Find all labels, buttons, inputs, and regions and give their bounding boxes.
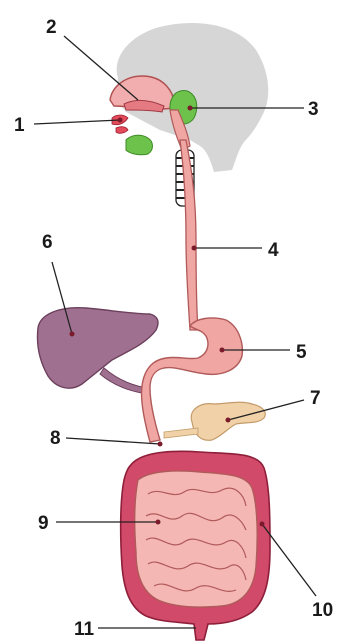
bile-duct bbox=[100, 368, 148, 394]
anchor-5 bbox=[220, 348, 225, 353]
label-2: 2 bbox=[46, 17, 57, 38]
anchor-9 bbox=[156, 520, 161, 525]
label-11: 11 bbox=[74, 619, 95, 640]
anchor-4 bbox=[192, 246, 197, 251]
label-8: 8 bbox=[50, 428, 61, 449]
salivary-gland-submandibular bbox=[126, 135, 153, 155]
anchor-3 bbox=[188, 106, 193, 111]
anchor-7 bbox=[226, 418, 231, 423]
label-3: 3 bbox=[308, 99, 319, 120]
anchor-1 bbox=[118, 118, 123, 123]
label-7: 7 bbox=[310, 388, 321, 409]
label-9: 9 bbox=[38, 513, 49, 534]
label-5: 5 bbox=[296, 342, 307, 363]
label-4: 4 bbox=[268, 240, 279, 261]
liver bbox=[37, 308, 158, 388]
label-6: 6 bbox=[42, 232, 53, 253]
anchor-6 bbox=[70, 332, 75, 337]
anchor-10 bbox=[260, 522, 265, 527]
label-1: 1 bbox=[14, 115, 25, 136]
pancreatic-duct bbox=[164, 428, 198, 438]
leader-1 bbox=[34, 120, 120, 124]
esophagus bbox=[180, 140, 198, 330]
leader-8 bbox=[66, 438, 160, 444]
label-10: 10 bbox=[312, 600, 333, 621]
anchor-8 bbox=[158, 442, 163, 447]
